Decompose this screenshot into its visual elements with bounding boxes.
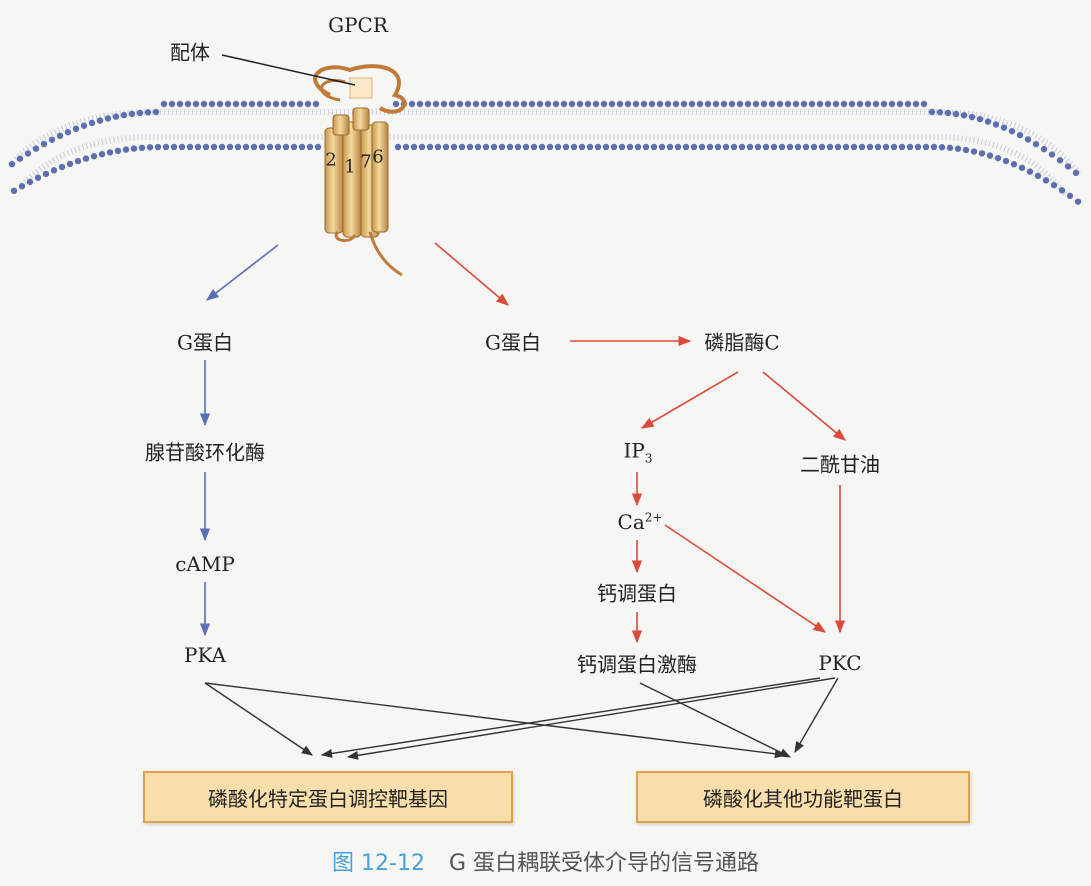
helix-label-1: 1 (344, 156, 356, 178)
diacylglycerol: 二酰甘油 (800, 452, 880, 477)
camp: cAMP (175, 552, 235, 576)
ligand-label: 配体 (170, 40, 210, 65)
figure-number: 图 12-12 (332, 851, 425, 876)
ligand-pointer (221, 54, 356, 86)
calmodulin: 钙调蛋白 (597, 581, 677, 606)
target-box-proteins: 磷酸化其他功能靶蛋白 (636, 771, 970, 823)
helix-label-7: 7 (360, 151, 372, 173)
figure-caption: 图 12-12 G 蛋白耦联受体介导的信号通路 (0, 845, 1091, 877)
ip3: IP3 (623, 438, 653, 466)
figure-title: G 蛋白耦联受体介导的信号通路 (448, 851, 759, 876)
cell-membrane (7, 100, 1083, 205)
adenylate-cyclase: 腺苷酸环化酶 (145, 440, 265, 465)
helix-label-6: 6 (372, 146, 384, 168)
right-pathway-arrows (434, 242, 846, 644)
left-g-protein: G蛋白 (177, 330, 233, 355)
calcium-ion: Ca2+ (617, 510, 663, 534)
left-pathway-arrows (199, 244, 279, 637)
pka: PKA (183, 643, 227, 667)
right-g-protein: G蛋白 (485, 330, 541, 355)
phospholipase-c: 磷脂酶C (704, 330, 780, 355)
target-arrows (204, 677, 839, 760)
cam-kinase: 钙调蛋白激酶 (577, 652, 697, 677)
gpcr-receptor (313, 64, 407, 277)
membrane-inner-heads (10, 143, 1082, 205)
target-box-genes: 磷酸化特定蛋白调控靶基因 (143, 771, 513, 823)
ligand-icon (349, 77, 373, 99)
helix-label-2: 2 (325, 149, 337, 171)
gpcr-label: GPCR (328, 13, 388, 37)
membrane-outer-heads (8, 100, 1080, 177)
pkc: PKC (818, 651, 862, 675)
